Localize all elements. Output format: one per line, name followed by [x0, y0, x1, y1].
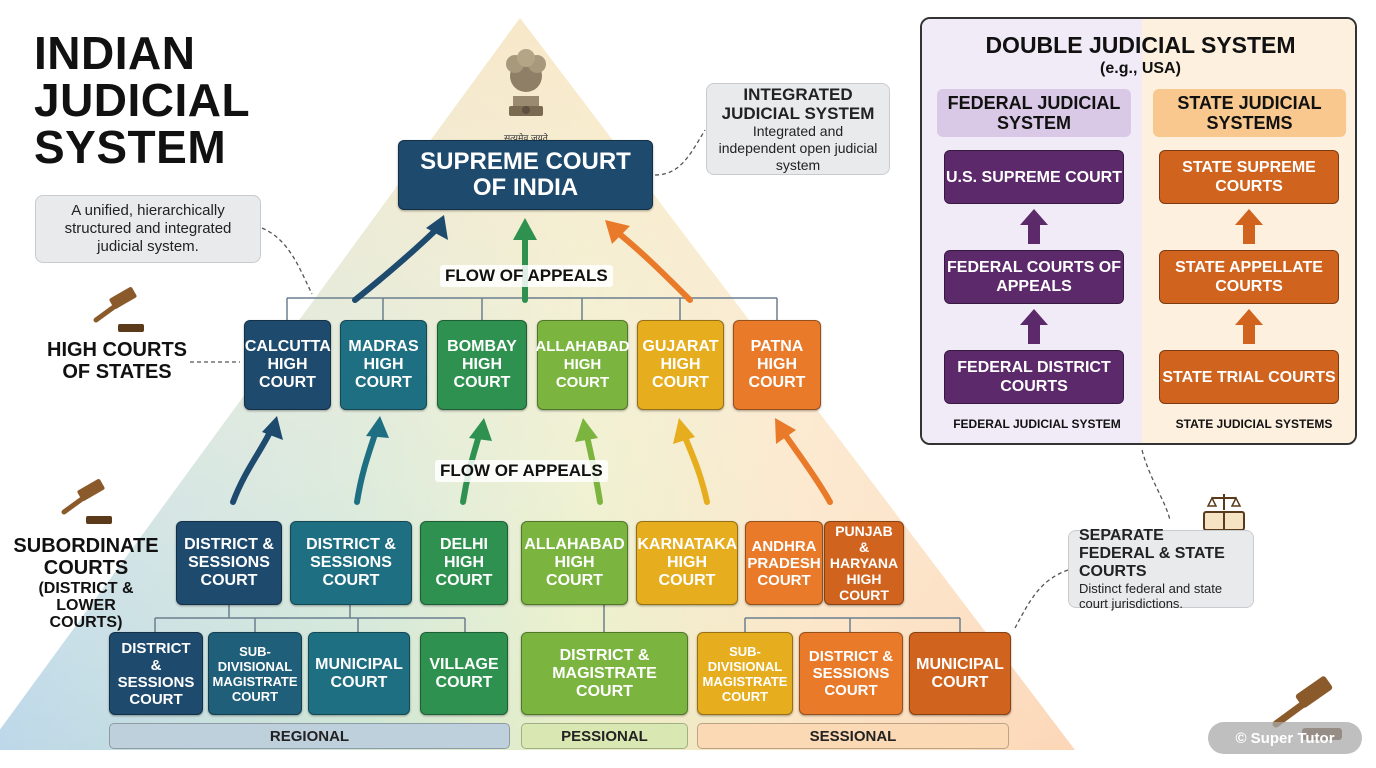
- scales-book-icon: [1200, 490, 1248, 539]
- low-court-district-sessions-1: DISTRICT & SESSIONS COURT: [109, 632, 203, 715]
- state-trial-courts: STATE TRIAL COURTS: [1159, 350, 1339, 404]
- subordinate-level-sublabel: (DISTRICT & LOWER COURTS): [38, 580, 134, 631]
- federal-footer: FEDERAL JUDICIAL SYSTEM: [953, 417, 1121, 431]
- mid-court-punjab-haryana: PUNJAB & HARYANA HIGH COURT: [824, 521, 904, 605]
- high-court-patna: PATNA HIGH COURT: [733, 320, 821, 410]
- low-court-sub-divisional-2: SUB-DIVISIONAL MAGISTRATE COURT: [697, 632, 793, 715]
- low-court-district-sessions-2: DISTRICT & SESSIONS COURT: [799, 632, 903, 715]
- gavel-icon: [88, 286, 148, 341]
- high-court-calcutta: CALCUTTA HIGH COURT: [244, 320, 331, 410]
- federal-title: FEDERAL JUDICIAL SYSTEM: [937, 89, 1131, 137]
- mid-court-district-sessions-2: DISTRICT & SESSIONS COURT: [290, 521, 412, 605]
- mid-court-allahabad-high: ALLAHABAD HIGH COURT: [521, 521, 628, 605]
- low-court-municipal-2: MUNICIPAL COURT: [909, 632, 1011, 715]
- separate-note-title: SEPARATE FEDERAL & STATE COURTS: [1079, 527, 1225, 580]
- double-judicial-panel: DOUBLE JUDICIAL SYSTEM (e.g., USA) FEDER…: [920, 17, 1357, 445]
- state-appellate-courts: STATE APPELLATE COURTS: [1159, 250, 1339, 304]
- low-court-district-magistrate: DISTRICT & MAGISTRATE COURT: [521, 632, 688, 715]
- flow-of-appeals-upper: FLOW OF APPEALS: [440, 265, 613, 287]
- federal-courts-appeals: FEDERAL COURTS OF APPEALS: [944, 250, 1124, 304]
- mid-court-district-sessions-1: DISTRICT & SESSIONS COURT: [176, 521, 282, 605]
- title-line-3: SYSTEM: [34, 121, 227, 173]
- emblem-icon: [506, 49, 546, 116]
- us-supreme-court: U.S. SUPREME COURT: [944, 150, 1124, 204]
- integrated-note-text: Integrated and independent open judicial…: [718, 122, 878, 173]
- high-court-gujarat: GUJARAT HIGH COURT: [637, 320, 724, 410]
- integrated-note-title: INTEGRATED JUDICIAL SYSTEM: [721, 84, 875, 123]
- high-courts-level-label: HIGH COURTS OF STATES: [47, 339, 187, 383]
- title-line-2: JUDICIAL: [34, 74, 251, 126]
- low-court-village: VILLAGE COURT: [420, 632, 508, 715]
- integrated-note: INTEGRATED JUDICIAL SYSTEM Integrated an…: [706, 83, 890, 175]
- mid-court-delhi-high: DELHI HIGH COURT: [420, 521, 508, 605]
- double-subtitle: (e.g., USA): [1100, 60, 1181, 77]
- high-court-bombay: BOMBAY HIGH COURT: [437, 320, 527, 410]
- band-sessional: SESSIONAL: [697, 723, 1009, 749]
- state-footer: STATE JUDICIAL SYSTEMS: [1175, 417, 1333, 431]
- high-court-allahabad: ALLAHABAD HIGH COURT: [535, 320, 630, 410]
- separate-note: SEPARATE FEDERAL & STATE COURTS Distinct…: [1068, 527, 1254, 611]
- band-regional: REGIONAL: [109, 723, 510, 749]
- high-court-madras: MADRAS HIGH COURT: [340, 320, 427, 410]
- subordinate-level-label: SUBORDINATE COURTS: [13, 535, 159, 579]
- band-pessional: PESSIONAL: [521, 723, 688, 749]
- emblem-caption: सत्यमेव जयते: [504, 133, 548, 143]
- federal-district-courts: FEDERAL DISTRICT COURTS: [944, 350, 1124, 404]
- separate-note-text: Distinct federal and state court jurisdi…: [1079, 581, 1223, 611]
- page-title: INDIAN JUDICIAL SYSTEM: [34, 30, 250, 171]
- double-arrows: [1020, 209, 1263, 344]
- supreme-court-box: SUPREME COURT OF INDIA: [398, 140, 653, 210]
- watermark: © Super Tutor: [1208, 722, 1362, 754]
- title-line-1: INDIAN: [34, 27, 196, 79]
- gavel-icon: [56, 478, 116, 533]
- national-emblem: सत्यमेव जयते: [495, 44, 557, 143]
- double-title: DOUBLE JUDICIAL SYSTEM: [985, 32, 1296, 58]
- flow-of-appeals-lower: FLOW OF APPEALS: [435, 460, 608, 482]
- mid-court-andhra-pradesh: ANDHRA PRADESH COURT: [745, 521, 823, 605]
- state-supreme-courts: STATE SUPREME COURTS: [1159, 150, 1339, 204]
- low-court-municipal-1: MUNICIPAL COURT: [308, 632, 410, 715]
- state-title: STATE JUDICIAL SYSTEMS: [1153, 89, 1346, 137]
- unified-note: A unified, hierarchically structured and…: [35, 195, 261, 263]
- mid-court-karnataka-high: KARNATAKA HIGH COURT: [636, 521, 738, 605]
- low-court-sub-divisional-1: SUB-DIVISIONAL MAGISTRATE COURT: [208, 632, 302, 715]
